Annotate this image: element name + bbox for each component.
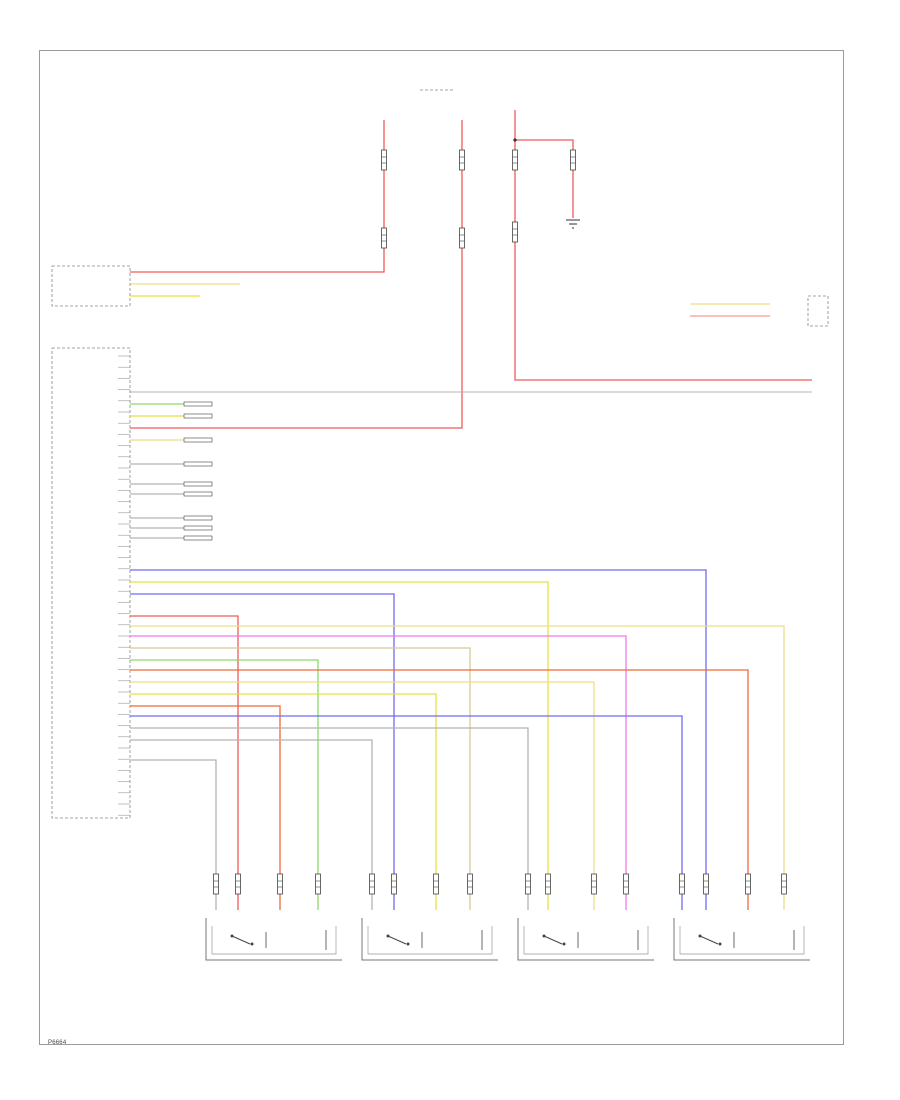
switch-contact [542, 934, 546, 938]
connector-plug-icon [183, 525, 213, 531]
wire-top-right-feed [514, 110, 812, 381]
wire-top-mid-feed [130, 120, 463, 429]
switch-contact [250, 942, 254, 946]
wire-sensor-harness [130, 727, 529, 910]
sensor-connector-plug [781, 873, 787, 895]
wire-sensor-harness [130, 659, 319, 910]
sensor-connector-plug [545, 873, 551, 895]
sensor-connector-plug [467, 873, 473, 895]
switch-contact [718, 942, 722, 946]
connector-plug-icon [183, 401, 213, 407]
diagram-reference-code: P6664 [48, 1040, 67, 1046]
fuse-connector-e [512, 149, 518, 171]
wire-sensor-harness [130, 593, 395, 910]
wire-sensor-harness [130, 635, 627, 910]
wire-sensor-harness [130, 715, 683, 910]
connector-plug-icon [183, 535, 213, 541]
wire-sensor-harness [130, 625, 785, 910]
sensor-housing-inner [523, 926, 649, 955]
sensor-housing-bracket [673, 918, 810, 961]
sensor-connector-plug [433, 873, 439, 895]
wire-sensor-harness [130, 669, 749, 910]
sensor-connector-plug [315, 873, 321, 895]
switch-contact [562, 942, 566, 946]
wire-sensor-harness [130, 693, 437, 910]
connector-plug-icon [183, 491, 213, 497]
wire-sensor-harness [130, 705, 281, 910]
wire-ground-branch [515, 139, 574, 218]
sensor-housing-inner [367, 926, 493, 955]
connector-plug-icon [183, 413, 213, 419]
seat-switch-icon [543, 935, 563, 945]
connector-plug-icon [183, 461, 213, 467]
wire-sensor-harness [130, 759, 217, 910]
sensor-connector-plug [745, 873, 751, 895]
sensor-connector-plug [235, 873, 241, 895]
wire-sensor-harness [130, 647, 471, 910]
sensor-housing-inner [679, 926, 805, 955]
fuse-connector-c [459, 149, 465, 171]
sensor-connector-plug [369, 873, 375, 895]
connector-plug-icon [183, 515, 213, 521]
upper-switch-cluster [51, 265, 131, 307]
wire-top-left-feed [130, 120, 385, 273]
seat-switch-icon [387, 935, 407, 945]
sensor-connector-plug [277, 873, 283, 895]
wire-sensor-harness [130, 739, 373, 910]
diagram-frame [39, 50, 844, 1045]
switch-contact [698, 934, 702, 938]
right-module-connector [807, 295, 829, 327]
sensor-connector-plug [525, 873, 531, 895]
wire-sensor-harness [130, 581, 549, 910]
fuse-connector-g [570, 149, 576, 171]
sensor-connector-plug [591, 873, 597, 895]
sensor-housing-bracket [517, 918, 654, 961]
connector-plug-icon [183, 481, 213, 487]
sensor-connector-plug [703, 873, 709, 895]
fuse-connector-f [512, 221, 518, 243]
seat-switch-icon [699, 935, 719, 945]
sensor-housing-bracket [205, 918, 342, 961]
sensor-housing-bracket [361, 918, 498, 961]
seat-control-module [51, 347, 131, 819]
ground-symbol-icon [566, 219, 580, 229]
switch-contact [386, 934, 390, 938]
switch-contact [406, 942, 410, 946]
fuse-connector-b [381, 227, 387, 249]
fuse-connector-a [381, 149, 387, 171]
wire-sensor-harness [130, 569, 707, 910]
sensor-connector-plug [391, 873, 397, 895]
splice-dot [513, 138, 517, 142]
seat-switch-icon [231, 935, 251, 945]
connector-plug-icon [183, 437, 213, 443]
fuse-connector-d [459, 227, 465, 249]
sensor-connector-plug [213, 873, 219, 895]
sensor-connector-plug [679, 873, 685, 895]
sensor-connector-plug [623, 873, 629, 895]
switch-contact [230, 934, 234, 938]
wire-sensor-harness [130, 681, 595, 910]
wire-sensor-harness [130, 615, 239, 910]
sensor-housing-inner [211, 926, 337, 955]
